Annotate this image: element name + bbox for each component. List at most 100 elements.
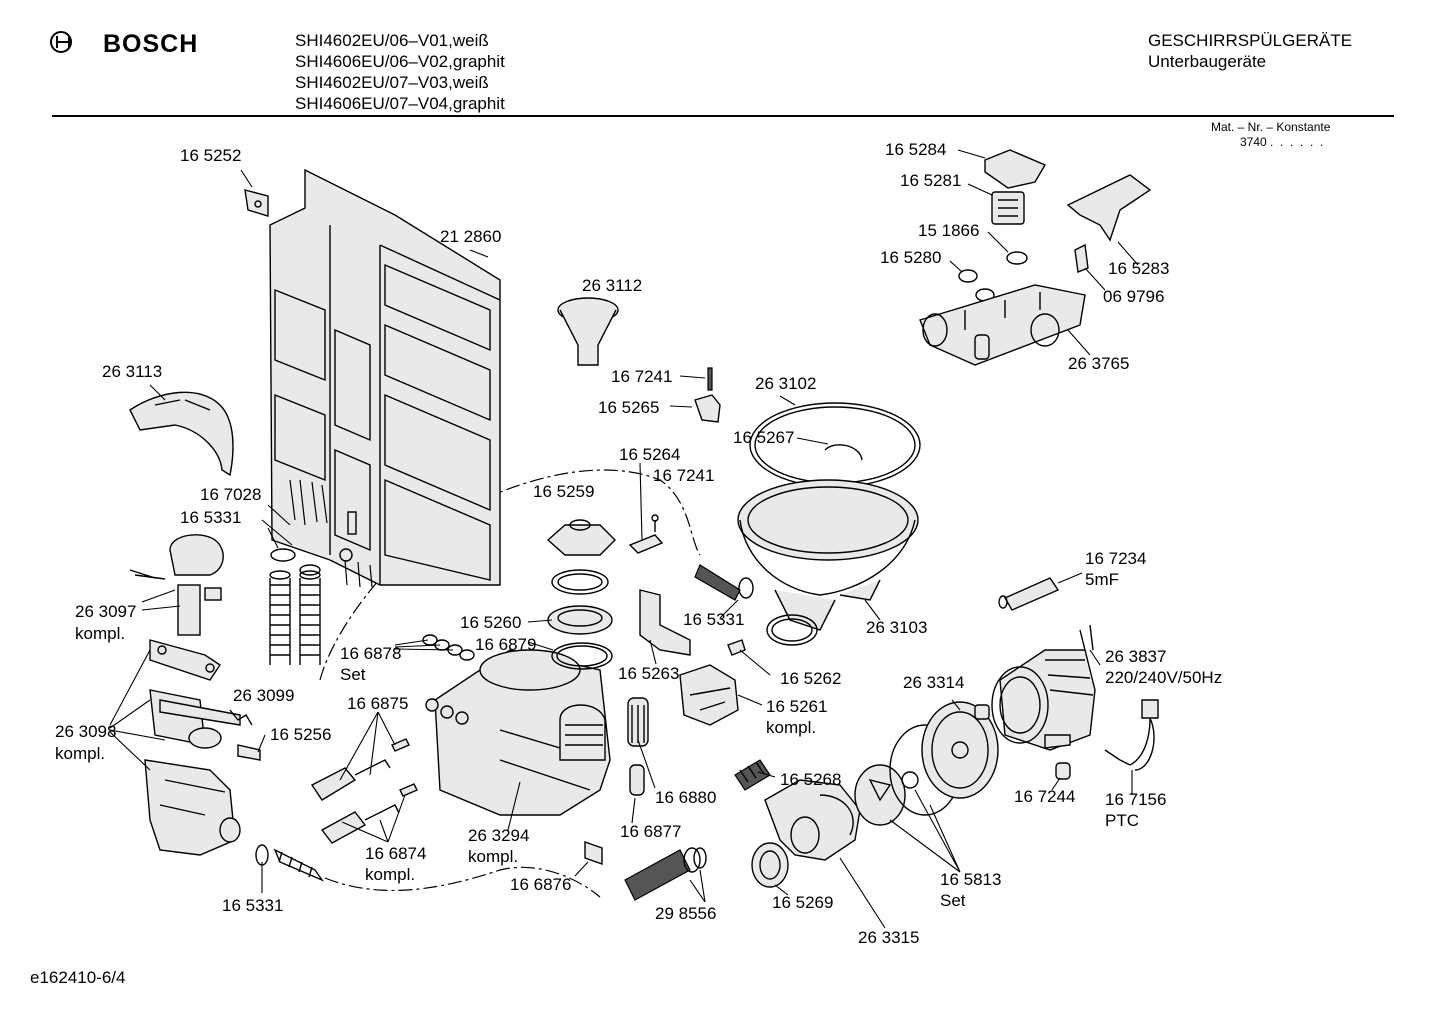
label-165813-set: Set bbox=[940, 891, 966, 910]
hose-165331c bbox=[694, 564, 754, 601]
label-165283: 16 5283 bbox=[1108, 259, 1170, 278]
label-166879: 16 6879 bbox=[475, 635, 537, 654]
label-166880: 16 6880 bbox=[655, 788, 717, 807]
label-263294: 26 3294 bbox=[468, 826, 530, 845]
category-title: GESCHIRRSPÜLGERÄTE bbox=[1148, 31, 1353, 50]
bracket-165263 bbox=[639, 589, 691, 656]
bracket-165252 bbox=[240, 169, 269, 217]
label-263103: 26 3103 bbox=[866, 618, 928, 637]
label-298556: 29 8556 bbox=[655, 904, 717, 923]
label-166876: 16 6876 bbox=[510, 875, 572, 894]
cover-263113 bbox=[129, 391, 234, 477]
rings-165259 bbox=[546, 519, 616, 670]
label-167234-capacitance: 5mF bbox=[1085, 570, 1119, 589]
hoses-263099 bbox=[269, 548, 321, 665]
label-166878-set: Set bbox=[340, 665, 366, 684]
brand-name: BOSCH bbox=[103, 30, 199, 58]
hose-165331 bbox=[255, 844, 324, 882]
model-line-4: SHI4606EU/07–V04,graphit bbox=[295, 94, 505, 113]
clip-166876 bbox=[584, 841, 603, 865]
bushing-167244 bbox=[1055, 762, 1071, 780]
relay-165261 bbox=[679, 664, 739, 726]
label-165259: 16 5259 bbox=[533, 482, 595, 501]
label-166877: 16 6877 bbox=[620, 822, 682, 841]
label-263112: 26 3112 bbox=[582, 276, 643, 295]
label-263102: 26 3102 bbox=[755, 374, 817, 393]
label-165267: 16 5267 bbox=[733, 428, 795, 447]
label-069796: 06 9796 bbox=[1103, 287, 1165, 306]
cover-165283 bbox=[1066, 174, 1152, 242]
bosch-logo-icon bbox=[50, 31, 72, 53]
hose-route-line-1 bbox=[319, 469, 701, 681]
mat-nr-label: Mat. – Nr. – Konstante bbox=[1211, 120, 1331, 134]
label-165813: 16 5813 bbox=[940, 870, 1002, 889]
clip-165264 bbox=[628, 514, 664, 554]
label-167156: 16 7156 bbox=[1105, 790, 1167, 809]
label-263113: 26 3113 bbox=[102, 362, 163, 381]
label-165256: 16 5256 bbox=[270, 725, 332, 744]
label-263098: 26 3098 bbox=[55, 722, 117, 741]
label-167241-b: 16 7241 bbox=[653, 466, 715, 485]
capacitor-167234 bbox=[998, 577, 1060, 611]
mat-nr-value: 3740 . . . . . . bbox=[1240, 135, 1324, 149]
hose-route-line-2 bbox=[324, 866, 601, 898]
drain-housing bbox=[144, 759, 241, 856]
tub-263103 bbox=[737, 479, 919, 646]
label-263837-voltage: 220/240V/50Hz bbox=[1105, 668, 1223, 687]
drawing-code: e162410-6/4 bbox=[30, 968, 126, 987]
label-165284: 16 5284 bbox=[885, 140, 947, 159]
label-212860: 21 2860 bbox=[440, 227, 502, 246]
model-line-1: SHI4602EU/06–V01,weiß bbox=[295, 31, 489, 50]
pump-263315 bbox=[764, 779, 861, 861]
sump-263294 bbox=[425, 649, 611, 816]
connector-165281 bbox=[991, 191, 1025, 225]
label-263315: 26 3315 bbox=[858, 928, 920, 947]
hose-298556 bbox=[624, 847, 707, 901]
valves-166874 bbox=[320, 783, 418, 844]
label-263837: 26 3837 bbox=[1105, 647, 1167, 666]
funnel-263112 bbox=[557, 297, 619, 366]
panel-212860 bbox=[269, 168, 501, 588]
label-165261: 16 5261 bbox=[766, 697, 828, 716]
float-switch-263097 bbox=[129, 534, 224, 636]
label-167244: 16 7244 bbox=[1014, 787, 1076, 806]
seal-165269 bbox=[751, 842, 789, 888]
rings-166878 bbox=[394, 634, 475, 661]
label-263314: 26 3314 bbox=[903, 673, 965, 692]
model-line-2: SHI4606EU/06–V02,graphit bbox=[295, 52, 505, 71]
label-165262: 16 5262 bbox=[780, 669, 842, 688]
level-switch-263098 bbox=[149, 639, 261, 761]
spring-165268 bbox=[734, 759, 771, 791]
label-165261-kompl: kompl. bbox=[766, 718, 817, 737]
seal-151866 bbox=[1006, 251, 1028, 265]
header-rule bbox=[52, 115, 1394, 117]
label-166878: 16 6878 bbox=[340, 644, 402, 663]
label-263098-kompl: kompl. bbox=[55, 744, 106, 763]
label-263097-kompl: kompl. bbox=[75, 624, 126, 643]
motor-front-263314 bbox=[921, 701, 999, 799]
dispenser-263765 bbox=[919, 284, 1086, 366]
label-167156-ptc: PTC bbox=[1105, 811, 1139, 830]
cylinder-166880 bbox=[627, 697, 649, 796]
motor-263837 bbox=[991, 624, 1096, 751]
label-165252: 16 5252 bbox=[180, 146, 242, 165]
label-165281: 16 5281 bbox=[900, 171, 962, 190]
label-263097: 26 3097 bbox=[75, 602, 137, 621]
subcategory-title: Unterbaugeräte bbox=[1148, 52, 1267, 71]
clip-069796 bbox=[1074, 243, 1089, 273]
label-165331-b: 16 5331 bbox=[222, 896, 284, 915]
label-165265: 16 5265 bbox=[598, 398, 660, 417]
cap-165284 bbox=[984, 149, 1047, 189]
leader-lines bbox=[109, 149, 1139, 929]
label-165263: 16 5263 bbox=[618, 664, 680, 683]
label-263765: 26 3765 bbox=[1068, 354, 1130, 373]
model-line-3: SHI4602EU/07–V03,weiß bbox=[295, 73, 489, 92]
label-165268: 16 5268 bbox=[780, 770, 842, 789]
valves-166875 bbox=[310, 738, 410, 801]
label-166874: 16 6874 bbox=[365, 844, 427, 863]
screw-167241 bbox=[694, 367, 721, 423]
label-165331-c: 16 5331 bbox=[683, 610, 745, 629]
label-165331-a: 16 5331 bbox=[180, 508, 242, 527]
label-166875: 16 6875 bbox=[347, 694, 409, 713]
